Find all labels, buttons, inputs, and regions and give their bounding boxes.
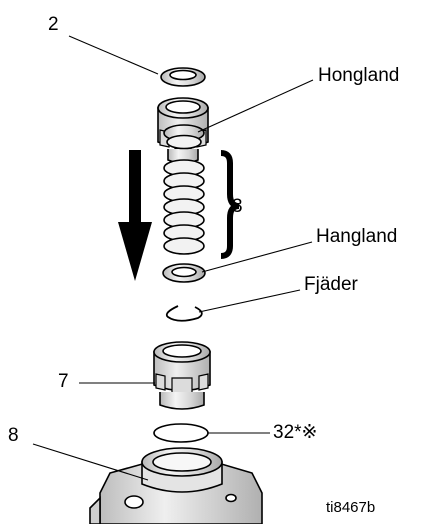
callout-fjader: Fjäder	[304, 274, 358, 295]
callout-hongland: Hongland	[318, 65, 400, 86]
throat-nut-7	[153, 341, 211, 410]
spring-ring	[165, 305, 203, 322]
packing-brace	[220, 150, 240, 259]
female-gland	[162, 263, 206, 283]
callout-8: 8	[8, 425, 19, 446]
top-washer	[160, 67, 206, 87]
figure-id: ti8467b	[326, 499, 376, 516]
leader-lines	[32, 35, 314, 481]
callout-32: 32*※	[273, 422, 318, 443]
o-ring-32	[153, 423, 209, 443]
housing-8	[89, 447, 263, 525]
callout-7: 7	[58, 371, 69, 392]
direction-arrow	[118, 150, 152, 281]
callout-2: 2	[48, 14, 59, 35]
packing-stack	[163, 134, 205, 255]
callout-3: 3	[232, 196, 243, 217]
callout-hangland: Hangland	[316, 226, 398, 247]
